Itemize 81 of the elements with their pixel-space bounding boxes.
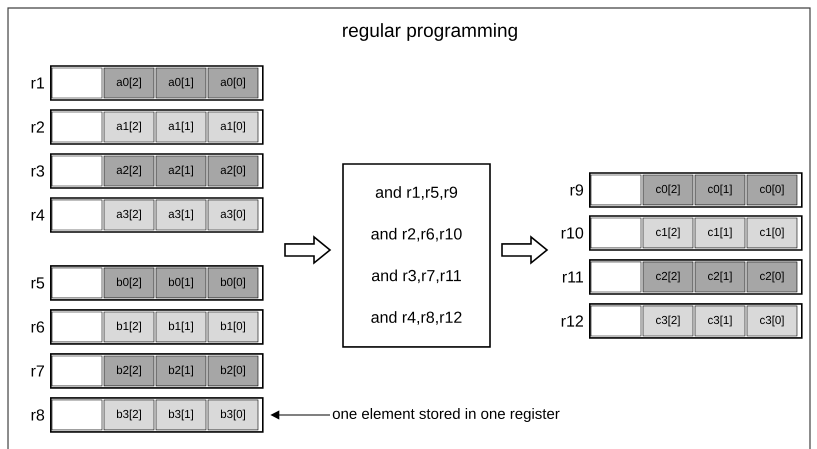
register-box (50, 353, 264, 389)
register-box (50, 309, 264, 345)
register-cell (52, 68, 102, 98)
register-cell (590, 174, 642, 206)
block-arrow (284, 235, 332, 265)
register-label: r4 (32, 209, 44, 220)
register-cell: a2[2] (104, 156, 154, 186)
register-box (589, 172, 803, 208)
register-box (589, 259, 803, 295)
register-cell: b1[0] (208, 312, 258, 342)
register-box (50, 153, 264, 189)
register-cell (52, 400, 102, 430)
register-cell: c1[1] (694, 218, 746, 248)
instruction-box (342, 163, 491, 348)
register-label: r6 (32, 321, 44, 333)
instruction-text: and r2,r6,r10 (371, 228, 462, 242)
register-cell: b3[1] (156, 400, 206, 430)
block-arrow (501, 235, 548, 265)
instruction-text: and r4,r8,r12 (371, 311, 462, 325)
register-cell: b3[2] (104, 400, 154, 430)
register-cell: b2[2] (104, 356, 154, 386)
register-cell (52, 268, 102, 298)
register-cell: c0[0] (746, 174, 798, 206)
register-cell: c1[0] (746, 218, 798, 248)
register-label: r1 (32, 77, 44, 88)
register-cell: a1[2] (104, 112, 154, 142)
register-cell: b2[1] (156, 356, 206, 386)
register-label: r5 (32, 277, 44, 289)
register-label: r7 (32, 365, 44, 376)
register-cell (52, 112, 102, 142)
register-cell: a0[2] (104, 68, 154, 98)
register-cell (52, 356, 102, 386)
register-cell: c3[2] (642, 306, 694, 336)
register-cell: c0[2] (642, 174, 694, 206)
register-cell: c2[2] (642, 262, 694, 292)
register-cell: b1[1] (156, 312, 206, 342)
register-box (589, 303, 803, 339)
register-cell (590, 218, 642, 248)
register-label: r11 (562, 271, 583, 282)
register-cell (52, 312, 102, 342)
register-cell: a2[0] (208, 156, 258, 186)
register-box (50, 65, 264, 101)
title: regular programming (343, 23, 517, 41)
register-cell: a2[1] (156, 156, 206, 186)
instruction-text: and r3,r7,r11 (372, 270, 461, 284)
register-box (50, 197, 264, 233)
register-cell (590, 306, 642, 336)
register-cell: a3[0] (208, 200, 258, 230)
note-text: one element stored in one register (332, 408, 560, 422)
register-box (50, 397, 264, 433)
register-cell: c0[1] (694, 174, 746, 206)
register-cell: c2[1] (694, 262, 746, 292)
register-label: r3 (32, 165, 44, 177)
register-cell: a0[0] (208, 68, 258, 98)
register-cell: c3[0] (746, 306, 798, 336)
instruction-text: and r1,r5,r9 (376, 186, 458, 200)
register-box (50, 265, 264, 301)
register-cell: b0[2] (104, 268, 154, 298)
register-cell: a0[1] (156, 68, 206, 98)
register-cell (52, 156, 102, 186)
register-cell: b2[0] (208, 356, 258, 386)
register-cell: a3[2] (104, 200, 154, 230)
register-box (589, 215, 803, 251)
register-cell: b3[0] (208, 400, 258, 430)
register-cell: b1[2] (104, 312, 154, 342)
register-box (50, 109, 264, 145)
register-cell: c2[0] (746, 262, 798, 292)
register-cell: c1[2] (642, 218, 694, 248)
register-label: r9 (570, 184, 584, 196)
register-cell (590, 262, 642, 292)
register-label: r12 (562, 315, 583, 327)
register-label: r2 (32, 121, 44, 133)
register-cell: a1[1] (156, 112, 206, 142)
register-cell: c3[1] (694, 306, 746, 336)
register-cell: a3[1] (156, 200, 206, 230)
register-cell: a1[0] (208, 112, 258, 142)
register-cell: b0[1] (156, 268, 206, 298)
register-cell: b0[0] (208, 268, 258, 298)
register-label: r10 (562, 227, 584, 239)
register-cell (52, 200, 102, 230)
register-label: r8 (32, 409, 44, 421)
